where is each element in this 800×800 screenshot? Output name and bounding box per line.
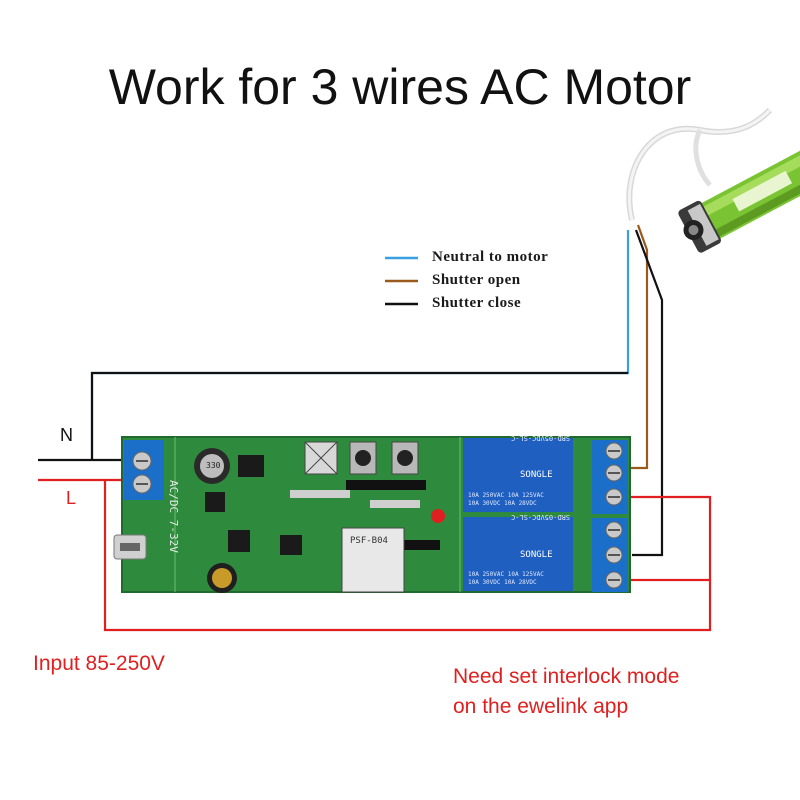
relay-bottom-model: SRD-05VDC-SL-C — [510, 513, 570, 521]
capacitor-text: 330 — [206, 461, 221, 470]
relay-bottom — [463, 517, 573, 591]
legend-label-close: Shutter close — [432, 295, 522, 311]
label-l: L — [66, 488, 77, 508]
relay-bottom-rating-1: 10A 250VAC 10A 125VAC — [468, 571, 544, 578]
wire-live-loop — [103, 480, 712, 632]
wire-live-bridge — [628, 495, 712, 580]
wire-close-black — [632, 229, 664, 557]
wire-open-brown — [628, 224, 649, 470]
pcb-power-text: AC/DC 7-32V — [167, 480, 180, 553]
note-line-2: on the ewelink app — [453, 695, 629, 718]
relay-board — [113, 436, 631, 593]
relay-bottom-brand: SONGLE — [520, 550, 553, 560]
note-line-1: Need set interlock mode — [453, 665, 680, 688]
relay-bottom-rating-2: 10A 30VDC 10A 28VDC — [468, 579, 537, 586]
tubular-motor — [678, 142, 800, 253]
relay-top-brand: SONGLE — [520, 470, 553, 480]
page-title: Work for 3 wires AC Motor — [108, 59, 692, 115]
wire-neutral-black — [90, 371, 628, 460]
legend-label-neutral: Neutral to motor — [432, 249, 549, 265]
relay-top — [463, 438, 573, 512]
relay-top-rating-2: 10A 30VDC 10A 28VDC — [468, 500, 537, 507]
legend-label-open: Shutter open — [432, 272, 521, 288]
input-voltage-label: Input 85-250V — [33, 652, 165, 675]
module-text: PSF-B04 — [350, 536, 388, 546]
relay-top-model: SRD-05VDC-SL-C — [510, 434, 570, 442]
wifi-module — [341, 527, 405, 593]
relay-top-rating-1: 10A 250VAC 10A 125VAC — [468, 492, 544, 499]
label-n: N — [60, 425, 73, 445]
led — [431, 509, 445, 523]
